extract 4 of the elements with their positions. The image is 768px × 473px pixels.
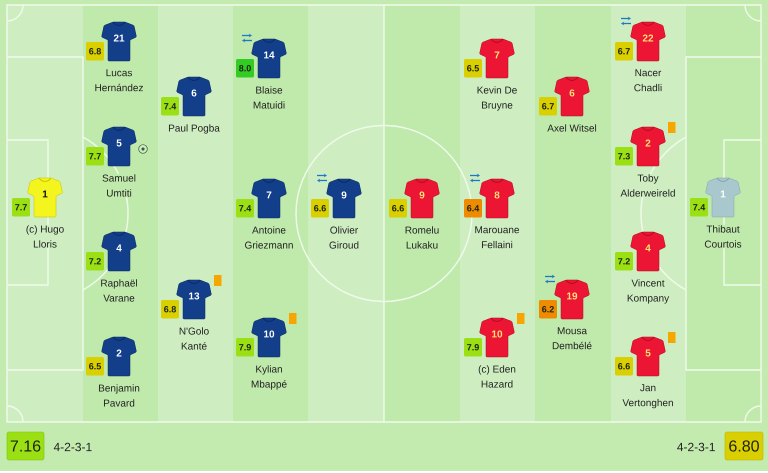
team-rating-badge: 6.80 [724,432,764,460]
team-rating-badge: 7.16 [6,432,44,460]
formation-text: 4-2-3-1 [54,442,92,452]
formation-text: 4-2-3-1 [677,442,715,452]
